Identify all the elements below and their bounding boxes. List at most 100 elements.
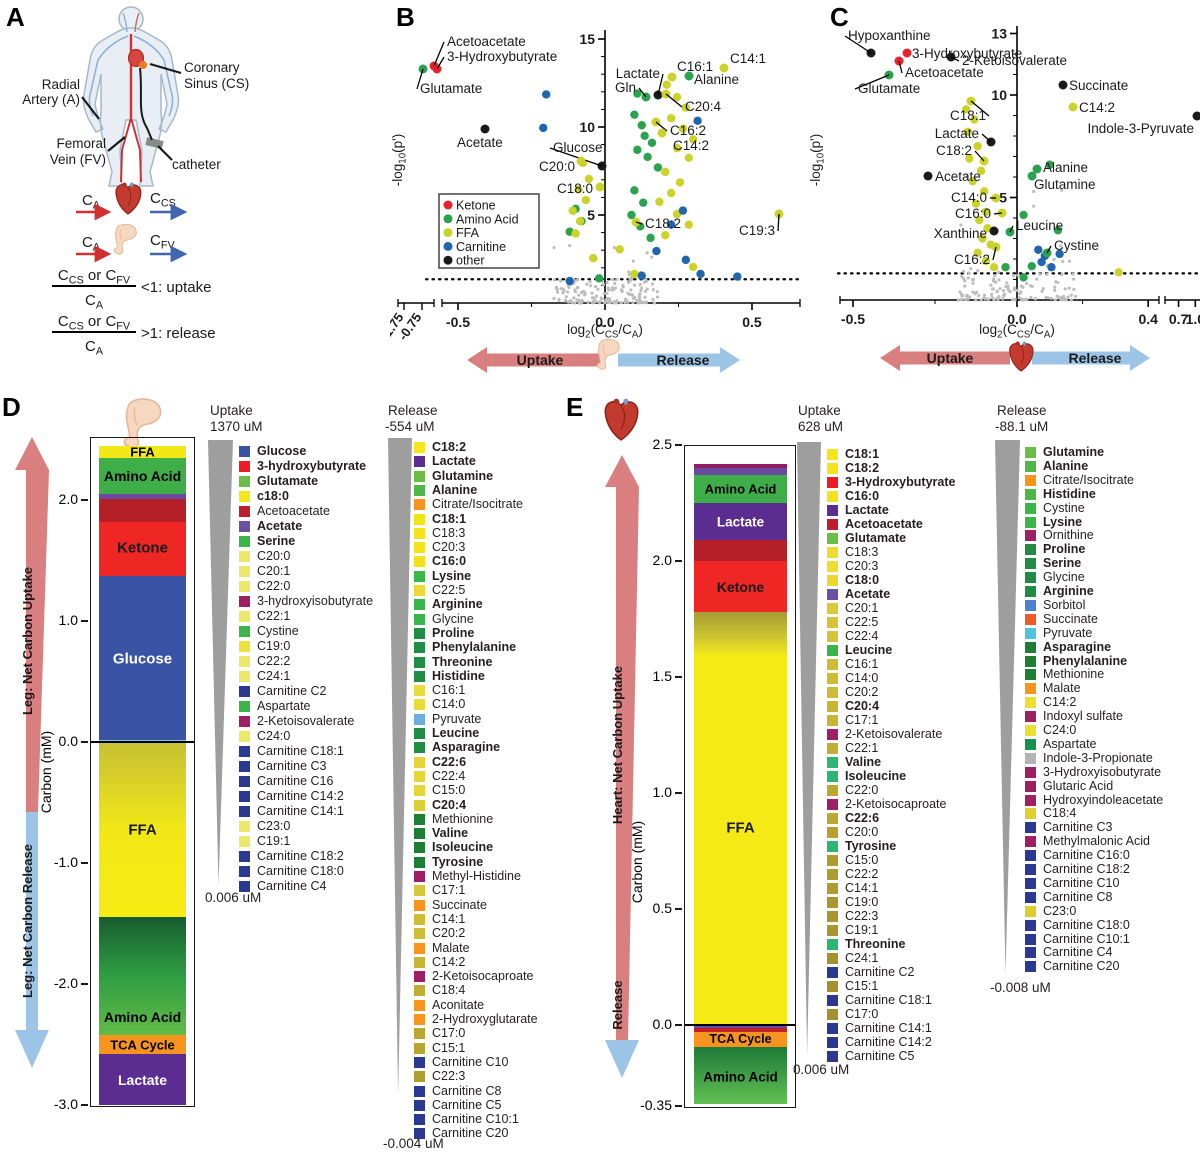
y-axis-title: -log10(p') xyxy=(390,134,409,186)
release-arrow-label: Release xyxy=(610,980,625,1029)
list-swatch xyxy=(414,442,425,453)
bar-segment-label: TCA Cycle xyxy=(709,1032,772,1047)
point-labeled xyxy=(989,226,999,236)
point-amino xyxy=(639,198,648,207)
list-item: Sorbitol xyxy=(1043,597,1086,612)
list-item: Malate xyxy=(1043,681,1081,696)
list-swatch xyxy=(414,770,425,782)
list-swatch xyxy=(827,757,838,768)
list-item: C16:1 xyxy=(845,657,879,671)
list-item: C18:2 xyxy=(432,440,467,454)
point-nonsignificant xyxy=(613,286,618,290)
list-item: C23:0 xyxy=(257,819,291,833)
point-nonsignificant xyxy=(644,300,649,304)
panel-d-label: D xyxy=(2,392,21,422)
label-leader xyxy=(898,60,903,74)
bar-segment-sliver-red xyxy=(694,1028,787,1032)
point-nonsignificant xyxy=(1005,281,1009,285)
point-ffa xyxy=(661,167,670,177)
list-swatch xyxy=(239,656,250,667)
point-nonsignificant xyxy=(652,301,657,305)
formula1-numerator: CCS or CFV xyxy=(58,267,131,287)
bar-segment-ffa-olive xyxy=(694,612,787,654)
list-swatch xyxy=(827,743,838,754)
point-nonsignificant xyxy=(986,297,990,301)
point-amino xyxy=(633,89,642,98)
point-nonsignificant xyxy=(615,277,619,281)
point-nonsignificant xyxy=(973,292,977,296)
list-item: C20:0 xyxy=(257,549,291,563)
list-swatch xyxy=(827,617,838,628)
label-leader xyxy=(974,150,985,162)
point-nonsignificant xyxy=(579,290,584,295)
axis-tick-label: 1.0 xyxy=(58,612,78,628)
point-amino xyxy=(1045,160,1054,169)
radial-leader xyxy=(81,96,100,120)
list-item: C18:0 xyxy=(845,573,880,587)
point-label: Glucose xyxy=(553,140,603,155)
point-nonsignificant xyxy=(567,285,571,290)
panel-b-label: B xyxy=(396,2,415,32)
point-nonsignificant xyxy=(996,297,1000,301)
point-carnitine xyxy=(681,255,691,265)
list-item: C20:2 xyxy=(432,926,466,941)
point-nonsignificant xyxy=(603,300,607,305)
point-nonsignificant xyxy=(590,291,594,295)
point-nonsignificant xyxy=(619,300,623,305)
d-release-max: -554 uM xyxy=(385,419,435,434)
point-ffa xyxy=(571,229,580,238)
point-nonsignificant xyxy=(971,281,975,285)
point-nonsignificant xyxy=(605,281,609,285)
list-item: Hydroxyindoleacetate xyxy=(1043,792,1164,807)
list-item: Carnitine C16 xyxy=(257,774,334,788)
point-nonsignificant xyxy=(552,278,557,282)
list-swatch xyxy=(239,761,250,772)
list-item: C18:3 xyxy=(845,545,879,559)
arm-vein-right xyxy=(133,35,174,117)
list-swatch xyxy=(1025,516,1036,528)
list-swatch xyxy=(414,713,425,725)
panel-a-anatomy: Radial Artery (A) Coronary Sinus (CS) Fe… xyxy=(22,6,249,358)
bar-segment-label: FFA xyxy=(128,821,157,839)
list-item: 3-hydroxyisobutyrate xyxy=(257,594,374,608)
point-ffa xyxy=(574,185,583,194)
list-swatch xyxy=(414,527,425,539)
list-item: 2-Ketoisocaproate xyxy=(432,969,534,984)
x-tick-label: 0.7 xyxy=(1169,311,1189,327)
list-swatch xyxy=(414,985,425,997)
x-tick-label: -0.5 xyxy=(841,311,865,327)
list-item: Lactate xyxy=(432,454,476,469)
list-swatch xyxy=(1025,933,1036,945)
list-item: C15:0 xyxy=(845,853,879,867)
axis-tick xyxy=(675,1024,682,1026)
list-item: C19:0 xyxy=(257,639,291,653)
list-item: 2-Ketoisocaproate xyxy=(845,797,947,811)
point-nonsignificant xyxy=(612,246,616,250)
point-nonsignificant xyxy=(650,255,654,259)
list-item: Isoleucine xyxy=(845,769,907,783)
point-nonsignificant xyxy=(608,300,612,305)
list-item: Isoleucine xyxy=(432,840,494,855)
point-nonsignificant xyxy=(555,287,559,292)
point-nonsignificant xyxy=(996,270,1001,274)
list-swatch xyxy=(414,728,425,739)
point-nonsignificant xyxy=(1025,281,1029,286)
point-nonsignificant xyxy=(573,288,577,292)
point-nonsignificant xyxy=(638,300,642,304)
point-nonsignificant xyxy=(643,289,647,293)
list-item: C20:1 xyxy=(845,601,879,615)
catheter-label: catheter xyxy=(172,157,221,172)
list-item: C22:5 xyxy=(845,615,879,629)
point-amino xyxy=(594,274,604,283)
bar-segment-glucose xyxy=(99,576,186,740)
list-item: Methionine xyxy=(1043,667,1105,682)
point-carnitine xyxy=(539,123,548,133)
point-ffa xyxy=(978,234,987,243)
list-item: C22:0 xyxy=(845,783,879,797)
list-item: Glutaric Acid xyxy=(1043,778,1114,793)
list-item: C22:3 xyxy=(432,1069,466,1084)
list-swatch xyxy=(827,673,838,684)
list-item: Asparagine xyxy=(1043,639,1112,654)
point-label: Succinate xyxy=(1069,78,1128,93)
